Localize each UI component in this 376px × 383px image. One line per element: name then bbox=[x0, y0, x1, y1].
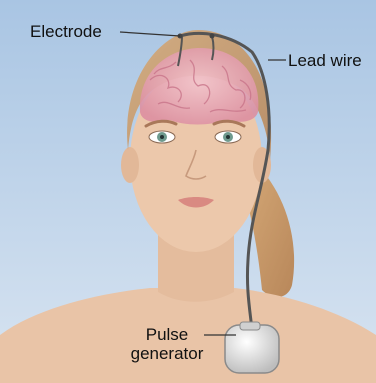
ear-left bbox=[121, 147, 139, 183]
pulse-generator-label: Pulse generator bbox=[126, 325, 208, 363]
pulse-generator-device bbox=[225, 325, 279, 373]
lead-wire-label: Lead wire bbox=[288, 51, 362, 70]
pulse-generator-label-line1: Pulse bbox=[126, 325, 208, 344]
electrode-point-2 bbox=[210, 34, 215, 39]
electrode-label: Electrode bbox=[30, 22, 102, 41]
pulse-generator-label-line2: generator bbox=[126, 344, 208, 363]
